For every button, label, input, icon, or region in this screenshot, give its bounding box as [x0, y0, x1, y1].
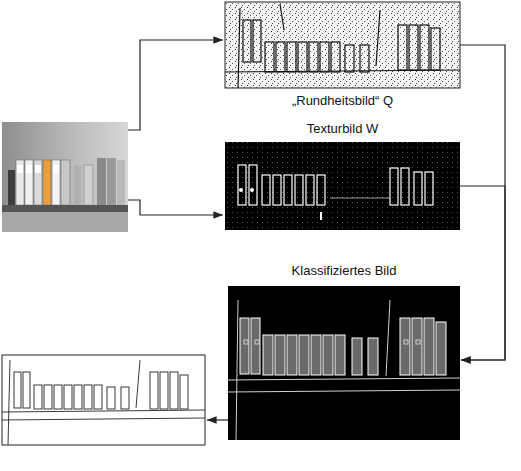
flow-arrow: [460, 186, 505, 360]
flow-lines: [128, 40, 228, 420]
image-caption-box: Klassifiziertes Bild: [228, 262, 460, 442]
image-caption: „Rundheitsbild“ Q: [289, 92, 396, 110]
image-caption-box: „Rundheitsbild“ Q: [225, 0, 460, 110]
flow-arrow: [460, 45, 505, 360]
image-caption: Klassifiziertes Bild: [289, 262, 400, 280]
texture-image: [225, 142, 460, 230]
result-image: [2, 355, 205, 445]
image-caption-box: Texturbild W: [225, 120, 460, 232]
roundness-image: [225, 2, 460, 88]
image-caption: Texturbild W: [304, 120, 382, 138]
classified-image: [228, 286, 460, 440]
shelf-photo: [2, 122, 128, 232]
